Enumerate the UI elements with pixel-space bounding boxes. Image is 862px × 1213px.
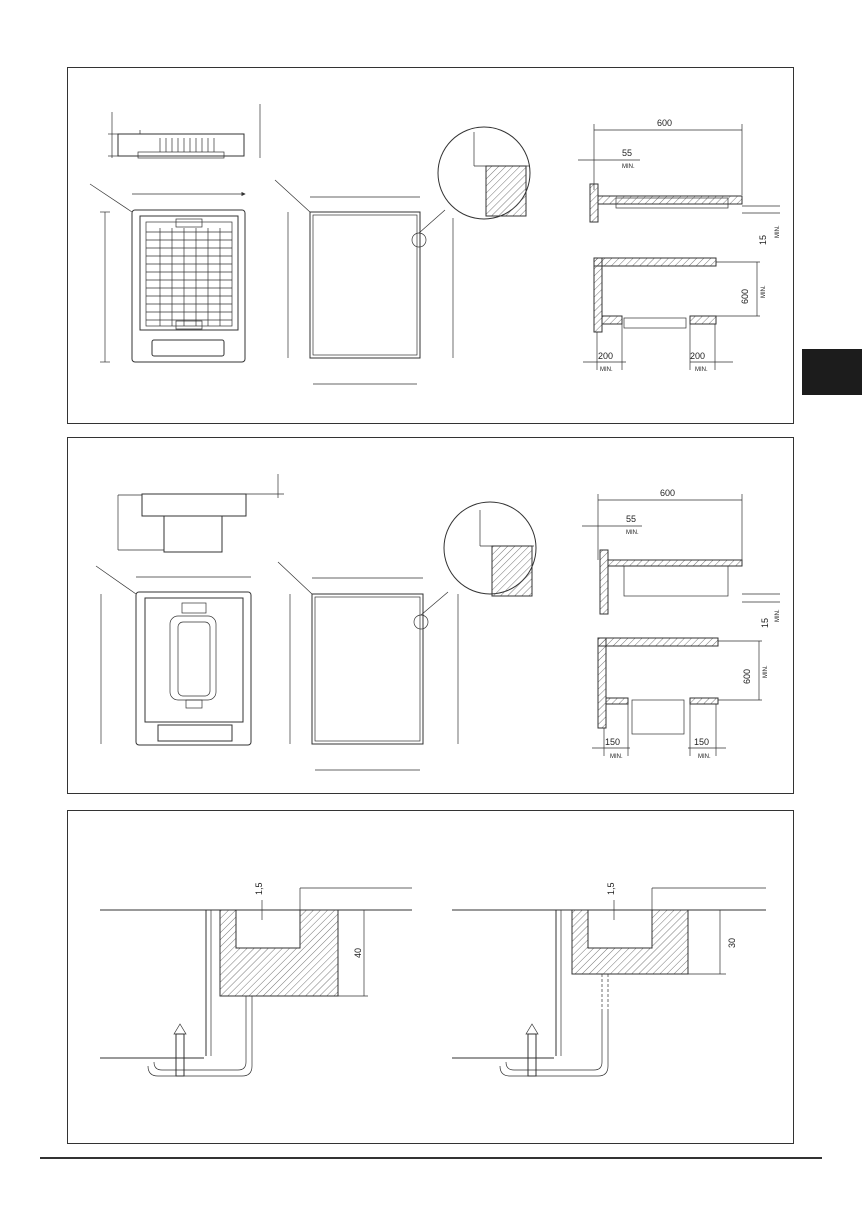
min-label: MIN. [761,285,767,298]
dim-edge-15: 15 [758,235,768,245]
grill-top-view [89,183,246,363]
worktop-section-right: 1,5 30 [452,882,766,1077]
min-label: MIN. [698,754,711,760]
min-label: MIN. [626,530,639,536]
footer-rule [40,1157,822,1159]
section-view-bottom: 600 MIN. 200 MIN. 200 MIN. [583,257,767,373]
dim-side-right: 200 [690,351,705,361]
fryer-top-view [95,565,252,746]
fryer-side-view [117,474,284,553]
dim-gap-left: 1,5 [254,882,264,895]
min-label: MIN. [763,665,769,678]
dim-edge-55: 55 [626,514,636,524]
panel-grill-installation [67,67,794,424]
dim-width-top: 600 [660,488,675,498]
min-label: MIN. [622,164,635,170]
min-label: MIN. [695,367,708,373]
dim-depth-left: 40 [353,948,363,958]
cutout-outline [274,179,454,385]
dim-edge-15: 15 [760,618,770,628]
panel-worktop-sections [67,810,794,1144]
min-label: MIN. [610,754,623,760]
dim-edge-55: 55 [622,148,632,158]
dim-side-left: 150 [605,737,620,747]
dim-side-left: 200 [598,351,613,361]
dim-depth-right: 30 [727,938,737,948]
panel-fryer-installation [67,437,794,794]
dim-gap-right: 1,5 [606,882,616,895]
detail-circle [437,126,531,220]
min-label: MIN. [600,367,613,373]
min-label: MIN. [775,225,781,238]
worktop-section-left: 1,5 40 [100,882,412,1077]
dim-height-600: 600 [740,289,750,304]
appliance-side-view [108,104,261,159]
min-label: MIN. [775,609,781,622]
fryer-section-top: 600 55 MIN. 15 MIN. [582,488,781,628]
dim-width-top: 600 [657,118,672,128]
fryer-cutout-outline [277,561,459,771]
section-view-top: 600 55 MIN. 15 MIN. [578,118,781,245]
section-tab-marker [802,349,862,395]
fryer-detail-circle [443,501,537,597]
dim-height-600: 600 [742,669,752,684]
fryer-section-bottom: 600 MIN. 150 MIN. 150 MIN. [592,637,769,760]
dim-side-right: 150 [694,737,709,747]
